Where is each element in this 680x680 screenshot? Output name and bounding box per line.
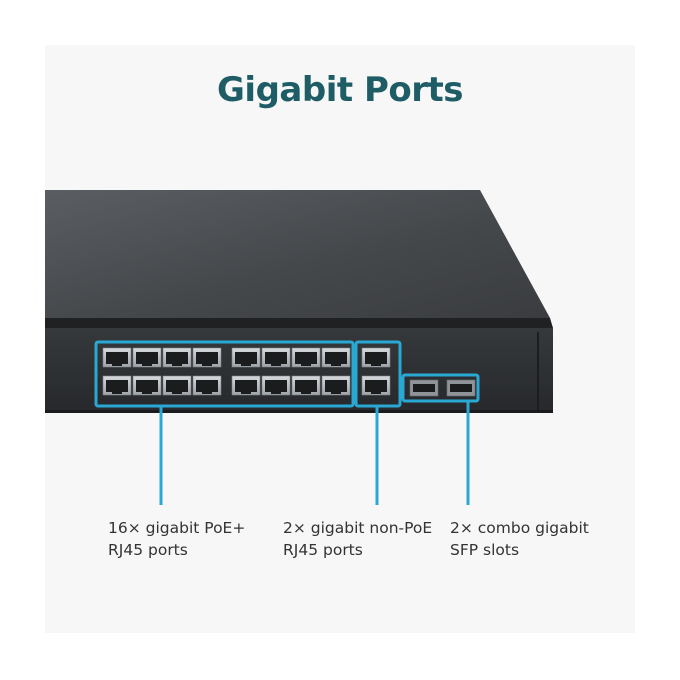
callout-sfp-slots: 2× combo gigabit SFP slots xyxy=(450,517,589,561)
rj45-port-13 xyxy=(291,347,321,368)
sfp-slot-1 xyxy=(409,379,439,397)
rj45-port-4 xyxy=(132,375,162,396)
highlight-boxes xyxy=(94,340,480,408)
rj45-port-14 xyxy=(291,375,321,396)
callout-non-poe-ports: 2× gigabit non-PoE RJ45 ports xyxy=(283,517,432,561)
switch-top-surface xyxy=(45,190,550,318)
rj45-port-5 xyxy=(162,347,192,368)
rj45-port-8 xyxy=(192,375,222,396)
switch-bottom-edge xyxy=(45,410,553,413)
switch-front-lip xyxy=(45,318,553,328)
callout-poe-line1: 16× gigabit PoE+ xyxy=(108,519,246,537)
callout-sfp-line1: 2× combo gigabit xyxy=(450,519,589,537)
rj45-port-7 xyxy=(192,347,222,368)
rj45-port-16 xyxy=(321,375,351,396)
rj45-port-17 xyxy=(361,347,391,368)
rj45-port-2 xyxy=(102,375,132,396)
callout-nonpoe-line1: 2× gigabit non-PoE xyxy=(283,519,433,537)
rj45-port-10 xyxy=(231,375,261,396)
page-title: Gigabit Ports xyxy=(217,70,463,110)
highlight-sfp-slots xyxy=(401,373,480,403)
sfp-ports-group xyxy=(409,379,476,397)
rj45-port-18 xyxy=(361,375,391,396)
rj45-port-1 xyxy=(102,347,132,368)
rj45-ports-group xyxy=(102,347,391,396)
callout-nonpoe-line2: RJ45 ports xyxy=(283,541,363,559)
rj45-port-15 xyxy=(321,347,351,368)
rj45-port-6 xyxy=(162,375,192,396)
rj45-port-12 xyxy=(261,375,291,396)
sfp-slot-2 xyxy=(446,379,476,397)
callout-poe-ports: 16× gigabit PoE+ RJ45 ports xyxy=(108,517,245,561)
rj45-port-3 xyxy=(132,347,162,368)
highlight-non-poe-ports xyxy=(354,340,402,408)
callout-lines xyxy=(159,402,470,505)
callout-poe-line2: RJ45 ports xyxy=(108,541,188,559)
highlight-poe-ports xyxy=(94,340,355,408)
callout-sfp-line2: SFP slots xyxy=(450,541,520,559)
rj45-port-9 xyxy=(231,347,261,368)
rj45-port-11 xyxy=(261,347,291,368)
